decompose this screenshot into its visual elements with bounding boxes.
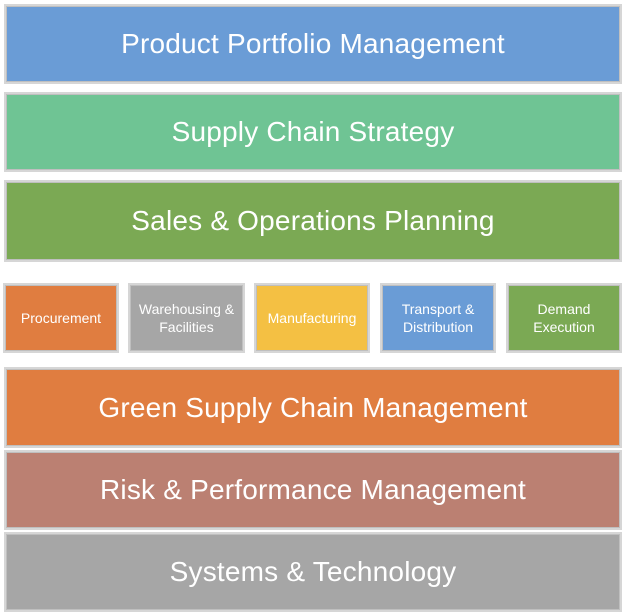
function-manufacturing: Manufacturing (254, 283, 370, 353)
layer-label: Green Supply Chain Management (98, 391, 528, 423)
function-label: Demand Execution (533, 301, 595, 335)
layer-label: Sales & Operations Planning (131, 205, 495, 236)
layer-label: Supply Chain Strategy (171, 116, 455, 147)
layer-label: Systems & Technology (169, 556, 457, 587)
function-procurement: Procurement (3, 283, 119, 353)
function-label: Warehousing & Facilities (138, 301, 235, 335)
layer-supply-chain-strategy: Supply Chain Strategy (4, 92, 622, 172)
function-transport-distribution: Transport & Distribution (380, 283, 496, 353)
layer-label: Product Portfolio Management (121, 28, 505, 59)
layer-sales-operations-planning: Sales & Operations Planning (4, 180, 622, 262)
function-warehousing-facilities: Warehousing & Facilities (128, 283, 245, 353)
function-label: Procurement (20, 310, 102, 326)
layer-risk-performance-management: Risk & Performance Management (4, 450, 622, 530)
layer-systems-technology: Systems & Technology (4, 532, 622, 612)
layer-label: Risk & Performance Management (100, 474, 526, 505)
layer-product-portfolio-management: Product Portfolio Management (4, 4, 622, 84)
function-label: Manufacturing (267, 310, 357, 326)
layer-green-supply-chain-management: Green Supply Chain Management (4, 367, 622, 448)
function-demand-execution: Demand Execution (506, 283, 622, 353)
function-label: Transport & Distribution (401, 301, 475, 335)
